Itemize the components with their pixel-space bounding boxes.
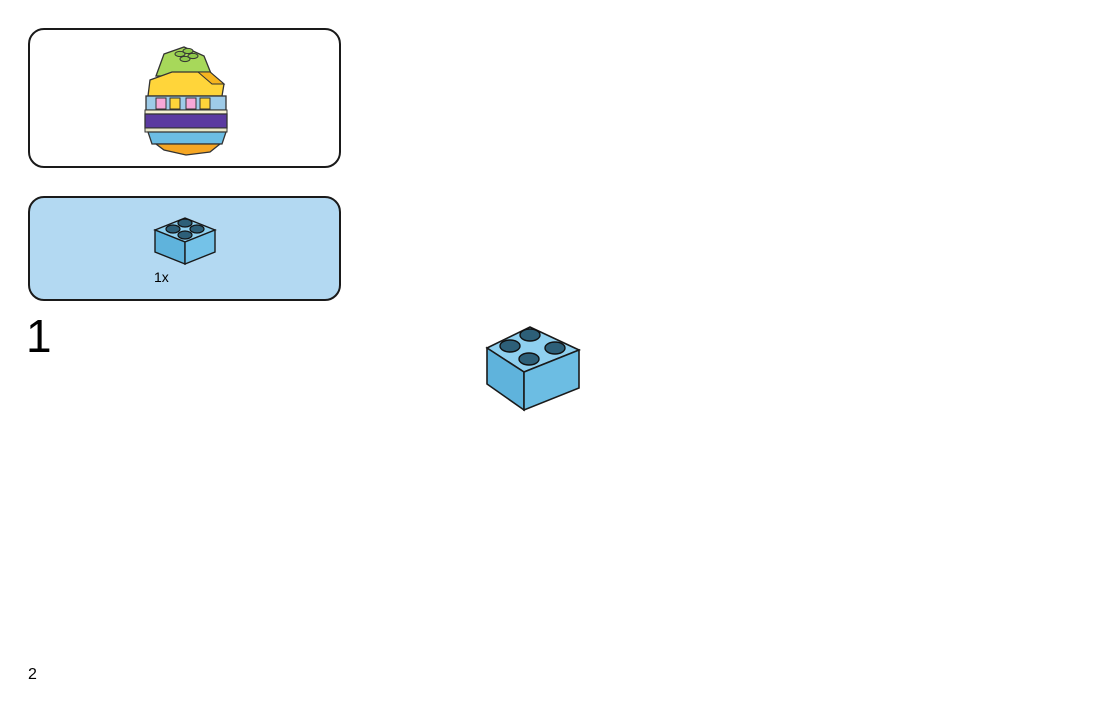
model-preview-panel bbox=[28, 28, 341, 168]
brick-2x2-icon bbox=[153, 217, 217, 266]
step-number: 1 bbox=[26, 310, 52, 362]
parts-list-panel: 1x bbox=[28, 196, 341, 301]
build-step-brick-icon bbox=[485, 326, 582, 412]
part-quantity: 1x bbox=[154, 269, 169, 285]
page-number: 2 bbox=[28, 666, 37, 683]
easter-egg-model-icon bbox=[144, 46, 228, 156]
